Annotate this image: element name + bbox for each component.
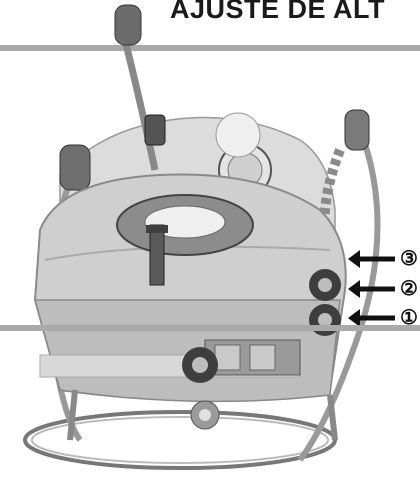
level-2-label: ② xyxy=(400,278,418,300)
height-adjust-post xyxy=(149,224,165,286)
top-left-post-cap xyxy=(114,4,142,46)
bottom-divider xyxy=(0,325,420,331)
section-title: AJUSTE DE ALT xyxy=(170,0,386,24)
level-1-label: ① xyxy=(400,307,418,329)
level-3-label: ③ xyxy=(400,248,418,270)
top-divider xyxy=(0,45,420,51)
